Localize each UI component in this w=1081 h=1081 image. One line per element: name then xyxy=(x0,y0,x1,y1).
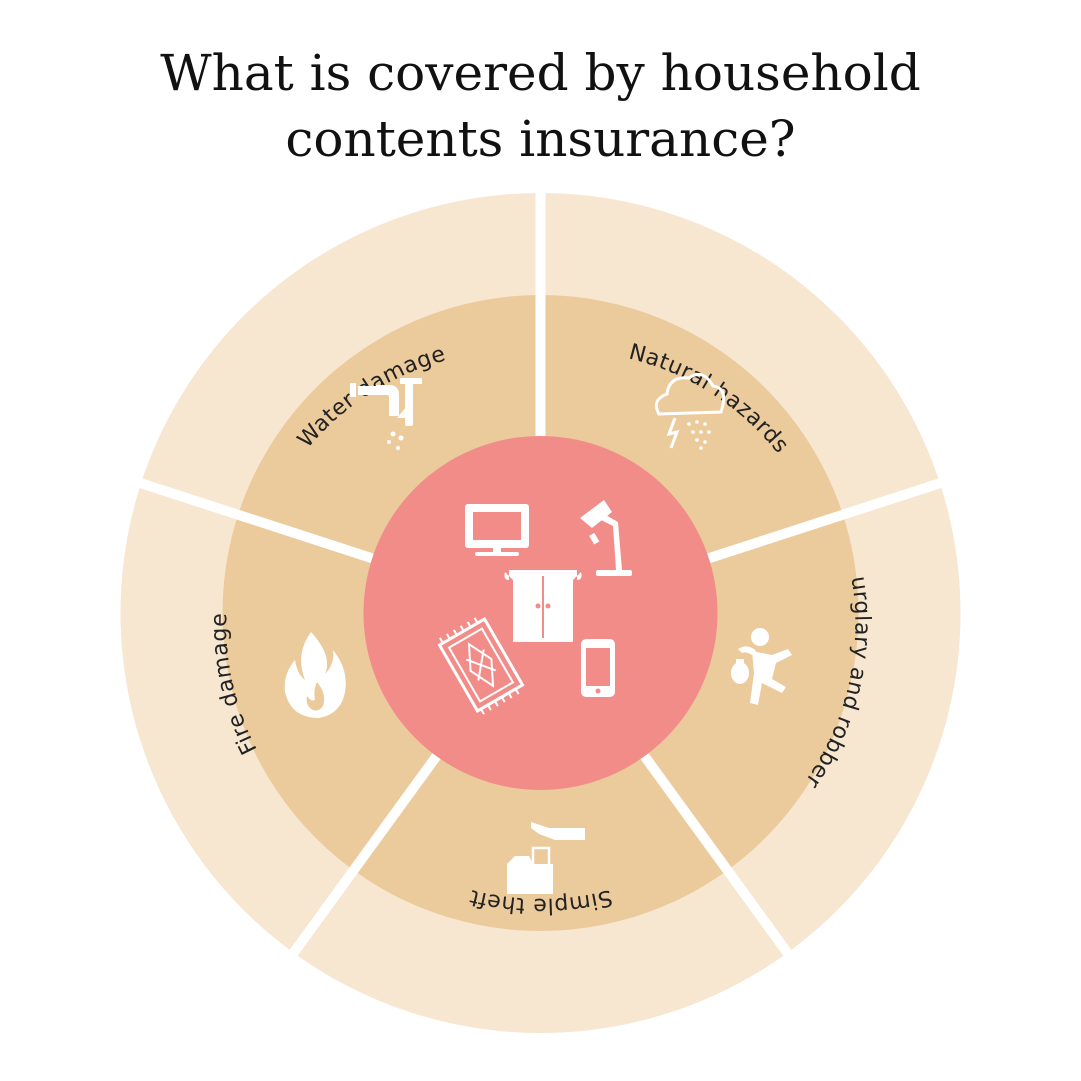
title-line-2: contents insurance? xyxy=(285,110,796,168)
page-title: What is covered by household contents in… xyxy=(0,40,1081,172)
storm-cloud-icon xyxy=(654,372,726,450)
smartphone-icon xyxy=(581,639,615,697)
leaking-pipe-icon xyxy=(350,378,422,450)
hand-taking-item-icon xyxy=(507,822,585,894)
title-line-1: What is covered by household xyxy=(160,44,921,102)
desk-lamp-icon xyxy=(580,500,632,576)
burglar-icon xyxy=(731,628,792,705)
wardrobe-icon xyxy=(504,570,582,642)
flame-icon xyxy=(284,632,346,718)
rug-icon xyxy=(437,617,525,715)
television-icon xyxy=(465,504,529,556)
